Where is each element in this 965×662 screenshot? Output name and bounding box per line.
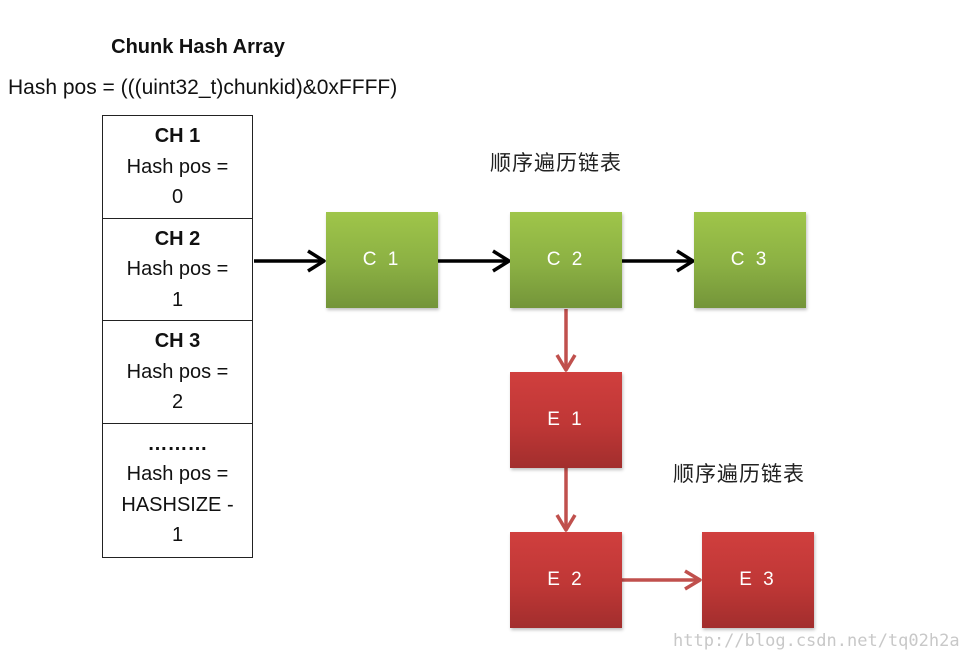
entry-node-e2: E 2 xyxy=(510,532,622,628)
chunk-node-c2: C 2 xyxy=(510,212,622,308)
chunk-list-label: 顺序遍历链表 xyxy=(490,151,622,175)
cell-value-cont: 1 xyxy=(171,524,184,546)
chunk-hash-array: CH 1 Hash pos = 0 CH 2 Hash pos = 1 CH 3… xyxy=(102,115,253,558)
cell-head: CH 3 xyxy=(154,330,201,352)
hash-cell-ch1: CH 1 Hash pos = 0 xyxy=(103,116,252,219)
cell-head: CH 1 xyxy=(154,125,201,147)
cell-line: Hash pos = xyxy=(126,155,229,178)
entry-list-label: 顺序遍历链表 xyxy=(673,462,805,486)
hash-cell-last: ……… Hash pos = HASHSIZE - 1 xyxy=(103,424,252,558)
cell-value: HASHSIZE - xyxy=(121,493,234,516)
cell-head: ……… xyxy=(147,432,208,455)
watermark: http://blog.csdn.net/tq02h2a xyxy=(673,631,960,651)
hash-formula: Hash pos = (((uint32_t)chunkid)&0xFFFF) xyxy=(8,76,398,99)
cell-value: 1 xyxy=(171,288,184,311)
cell-line: Hash pos = xyxy=(126,463,229,485)
diagram-title: Chunk Hash Array xyxy=(111,36,285,58)
arrow-e2-to-e3 xyxy=(622,569,702,591)
hash-cell-ch3: CH 3 Hash pos = 2 xyxy=(103,321,252,424)
entry-node-e1: E 1 xyxy=(510,372,622,468)
entry-node-e3: E 3 xyxy=(702,532,814,628)
arrow-c1-to-c2 xyxy=(438,249,511,273)
chunk-node-c1: C 1 xyxy=(326,212,438,308)
arrow-c2-to-e1 xyxy=(555,309,577,372)
cell-head: CH 2 xyxy=(154,227,201,250)
arrow-c2-to-c3 xyxy=(622,249,695,273)
arrow-e1-to-e2 xyxy=(555,468,577,532)
cell-value: 2 xyxy=(171,391,184,413)
cell-line: Hash pos = xyxy=(126,360,229,383)
chunk-node-c3: C 3 xyxy=(694,212,806,308)
hash-cell-ch2: CH 2 Hash pos = 1 xyxy=(103,219,252,321)
cell-value: 0 xyxy=(171,186,184,208)
cell-line: Hash pos = xyxy=(126,258,229,280)
arrow-ch2-to-c1 xyxy=(254,249,326,273)
